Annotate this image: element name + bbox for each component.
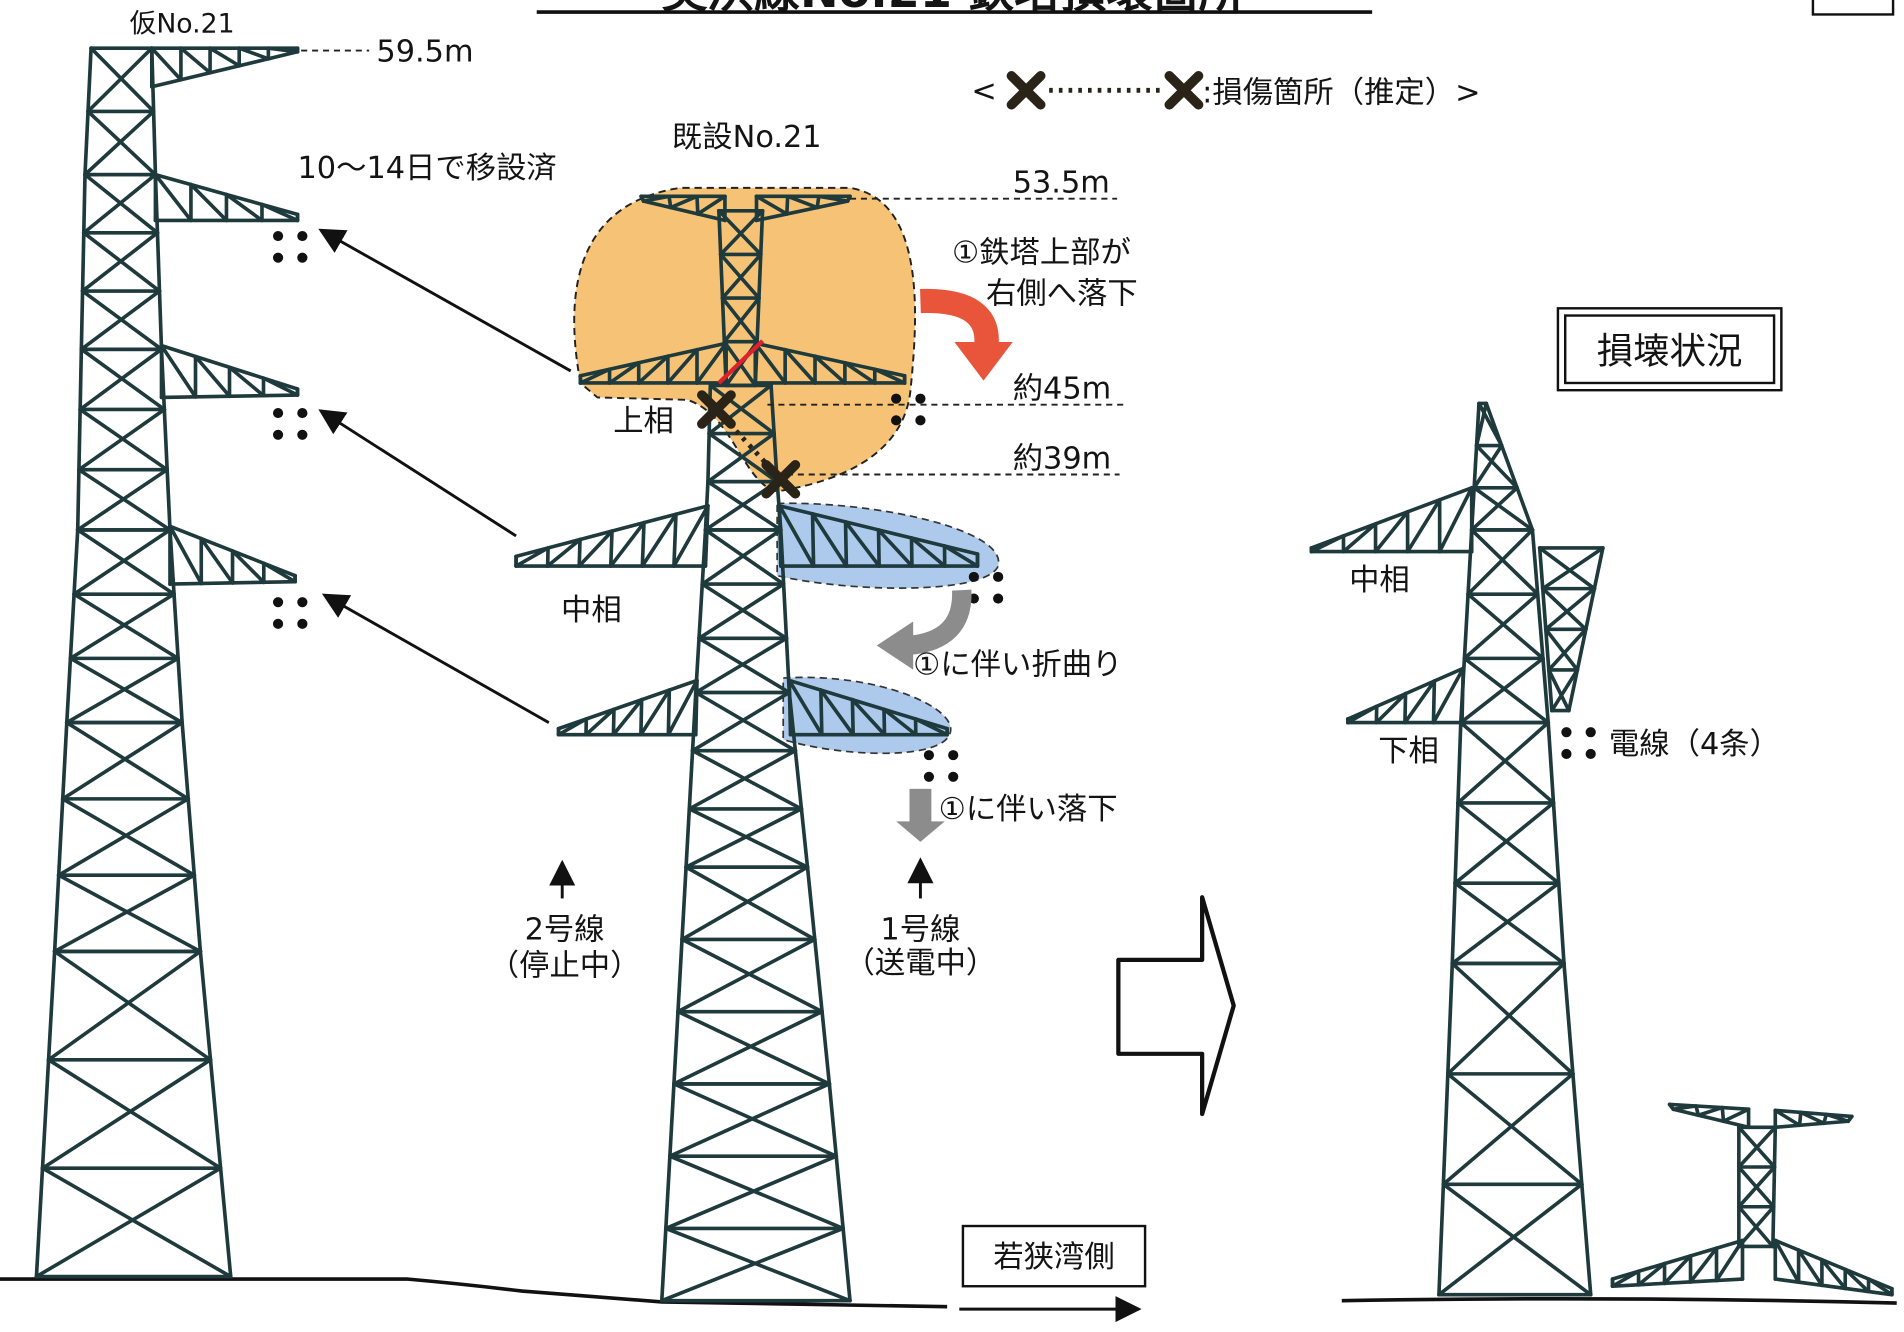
temp-tower-segment bbox=[52, 720, 203, 954]
fallen-lower-arm-right bbox=[1773, 1238, 1894, 1297]
existing-top-arm-right bbox=[754, 194, 852, 223]
temp-tower-segment bbox=[34, 949, 233, 1279]
legend-damage-mark-icon bbox=[1006, 71, 1046, 110]
existing-middle-arm-left bbox=[514, 504, 710, 568]
direction-box bbox=[961, 1224, 1147, 1288]
damaged-tower-segment bbox=[1437, 961, 1593, 1297]
line1-label: 1号線 bbox=[880, 912, 960, 947]
relocation-arrow-lower bbox=[321, 593, 550, 724]
fallen-lower-arm-left bbox=[1610, 1238, 1745, 1289]
conductor-dots bbox=[272, 597, 308, 629]
damage-panel-title: 損壊状況 bbox=[1597, 330, 1743, 373]
legend-open-bracket: < bbox=[971, 74, 996, 109]
conductor-dots bbox=[1561, 727, 1596, 759]
temp-tower-name: 仮No.21 bbox=[130, 9, 235, 40]
fallen-top-arm-left bbox=[1667, 1102, 1751, 1130]
wires-label: 電線（4条） bbox=[1609, 727, 1780, 762]
existing-tower-segment bbox=[693, 528, 792, 695]
conductor-dots bbox=[891, 393, 926, 426]
bend-callout: ①に伴い折曲り bbox=[913, 648, 1122, 683]
hanging-broken-arm bbox=[1537, 546, 1605, 713]
existing-tower-name: 既設No.21 bbox=[672, 120, 822, 155]
ground-line-right bbox=[1341, 1296, 1897, 1305]
temp-tower-arm bbox=[153, 172, 300, 223]
relocation-arrow-middle bbox=[318, 409, 517, 538]
tower-structures bbox=[34, 46, 1894, 1303]
existing-lower-arm-left bbox=[556, 678, 699, 737]
damage-lower-phase-label: 下相 bbox=[1378, 734, 1439, 769]
temp-tower-segment bbox=[64, 528, 184, 725]
height-45: 約45m bbox=[1013, 372, 1112, 407]
temp-tower-top-arm bbox=[149, 46, 300, 89]
conductor-dots bbox=[923, 750, 959, 782]
fallen-top-arm-right bbox=[1773, 1108, 1854, 1130]
existing-tower-segment bbox=[659, 1082, 852, 1303]
drop-callout: ①に伴い落下 bbox=[939, 792, 1118, 827]
damaged-lower-arm bbox=[1346, 666, 1466, 725]
line2-label: 2号線 bbox=[525, 912, 605, 947]
damage-middle-phase-label: 中相 bbox=[1349, 563, 1410, 598]
temp-tower-arm bbox=[159, 343, 300, 400]
existing-lower-arm-right bbox=[787, 678, 949, 737]
bent-region-highlight-middle bbox=[776, 502, 1000, 589]
damaged-middle-arm bbox=[1309, 485, 1474, 554]
legend-label: :損傷箇所（推定）> bbox=[1202, 75, 1480, 110]
existing-tower-segment bbox=[684, 690, 810, 869]
fall-callout-line1: ①鉄塔上部が bbox=[952, 236, 1131, 271]
legend-damage-mark-icon bbox=[1164, 71, 1204, 110]
damaged-tower-segment bbox=[1458, 528, 1551, 725]
existing-upper-arm-left bbox=[578, 341, 728, 385]
upper-phase-label: 上相 bbox=[613, 404, 674, 439]
damage-mark-icon bbox=[696, 390, 736, 429]
damage-panel-title-box-outer bbox=[1556, 307, 1783, 392]
existing-middle-arm-right bbox=[777, 504, 980, 568]
temp-tower-segment bbox=[83, 46, 158, 177]
relocation-arrow-upper bbox=[318, 228, 572, 373]
fall-direction-arrow-icon bbox=[920, 289, 1013, 381]
direction-label: 若狭湾側 bbox=[993, 1240, 1114, 1275]
transition-arrow-icon bbox=[1116, 895, 1236, 1117]
relocation-note: 10〜14日で移設済 bbox=[298, 151, 557, 186]
page-title: 美浜線No.21 鉄塔損壊箇所 bbox=[662, 0, 1245, 18]
temp-tower-segment bbox=[79, 172, 164, 352]
conductor-dots bbox=[272, 230, 308, 263]
line1-status: （送電中） bbox=[845, 946, 997, 981]
drop-arrow-icon bbox=[896, 788, 945, 842]
fall-region-highlight bbox=[573, 186, 917, 493]
temp-tower-segment bbox=[75, 347, 172, 532]
temp-tower-height: 59.5m bbox=[376, 35, 473, 70]
damaged-tower-segment bbox=[1450, 720, 1566, 966]
damaged-tower-top bbox=[1469, 401, 1535, 532]
line2-status: （停止中） bbox=[489, 949, 641, 984]
conductor-dots bbox=[968, 571, 1004, 604]
temp-tower-arm bbox=[168, 524, 297, 586]
page-number-box bbox=[1811, 0, 1895, 16]
fall-callout-line2: 右側へ落下 bbox=[986, 277, 1138, 312]
damage-panel-title-box-inner bbox=[1564, 314, 1776, 385]
height-53: 53.5m bbox=[1013, 166, 1110, 201]
fallen-mast bbox=[1737, 1125, 1778, 1249]
existing-tower-segment bbox=[672, 865, 832, 1086]
damage-mark-icon bbox=[761, 460, 801, 499]
middle-phase-label: 中相 bbox=[561, 593, 622, 628]
upper-arm-damage-line bbox=[717, 339, 765, 385]
existing-upper-arm-right bbox=[753, 341, 907, 385]
existing-top-arm-left bbox=[639, 194, 727, 223]
ground-line-left bbox=[0, 1277, 948, 1309]
height-39: 約39m bbox=[1013, 442, 1112, 477]
conductor-dots bbox=[272, 408, 308, 440]
bend-arrow-icon bbox=[876, 589, 972, 670]
